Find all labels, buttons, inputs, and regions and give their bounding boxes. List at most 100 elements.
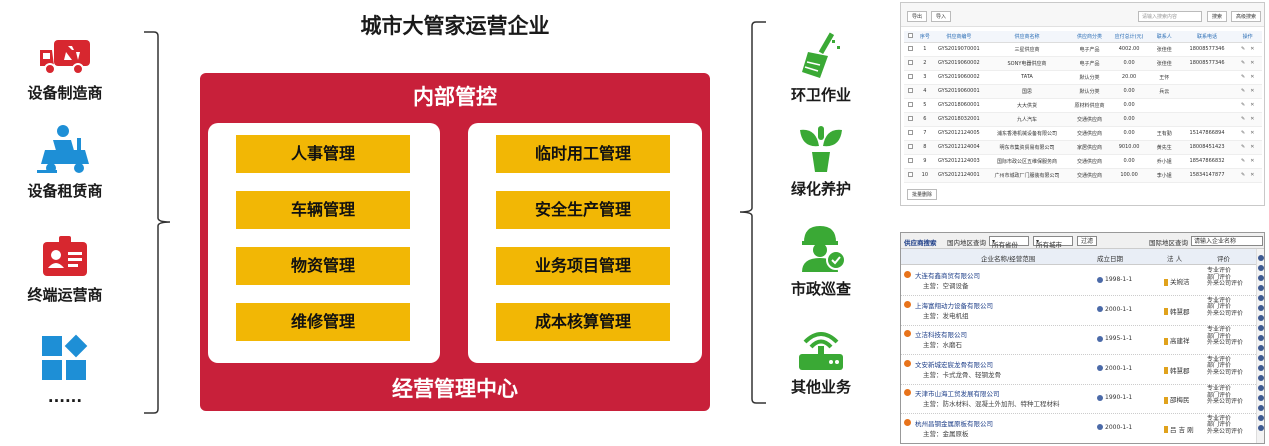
left-item-label: 设备租赁商: [27, 182, 103, 200]
company-name-input[interactable]: 请输入企业名称: [1191, 236, 1263, 246]
row-actions: ✎✕: [1233, 42, 1262, 57]
table-cell: 九人汽车: [985, 112, 1069, 127]
delete-icon[interactable]: ✕: [1250, 158, 1255, 164]
person-icon: [1164, 396, 1168, 404]
row-checkbox[interactable]: [904, 70, 918, 85]
department-eval-link[interactable]: 部门评价: [1207, 421, 1232, 428]
import-button[interactable]: 导入: [931, 11, 952, 22]
department-eval-link[interactable]: 部门评价: [1207, 303, 1232, 310]
export-button[interactable]: 导出: [907, 11, 928, 22]
delete-icon[interactable]: ✕: [1250, 74, 1255, 80]
table-cell: GYS2012124003: [932, 154, 986, 169]
table-cell: GYS2012124004: [932, 140, 986, 155]
search-button[interactable]: 搜索: [1207, 11, 1228, 22]
external-eval-link[interactable]: 外来公司评价: [1207, 427, 1244, 435]
left-panel: 人事管理 车辆管理 物资管理 维修管理: [208, 123, 440, 363]
table-cell: TATA: [985, 70, 1069, 85]
founded-date: 1995-1-1: [1097, 335, 1132, 342]
delete-icon[interactable]: ✕: [1250, 46, 1255, 52]
delete-icon[interactable]: ✕: [1250, 144, 1255, 150]
edit-icon[interactable]: ✎: [1240, 74, 1246, 80]
row-checkbox[interactable]: [904, 56, 918, 71]
row-checkbox[interactable]: [904, 154, 918, 169]
professional-eval-link[interactable]: 专业评价: [1207, 385, 1232, 392]
row-checkbox[interactable]: [904, 84, 918, 99]
edit-icon[interactable]: ✎: [1240, 102, 1246, 108]
external-eval-link[interactable]: 外来公司评价: [1207, 368, 1244, 376]
external-eval-link[interactable]: 外来公司评价: [1207, 280, 1244, 287]
column-header: 成立日期: [1097, 255, 1123, 263]
department-eval-link[interactable]: 部门评价: [1207, 362, 1232, 369]
professional-eval-link[interactable]: 专业评价: [1207, 355, 1232, 363]
professional-eval-link[interactable]: 专业评价: [1207, 267, 1232, 274]
department-eval-link[interactable]: 部门评价: [1207, 332, 1232, 340]
delete-icon[interactable]: ✕: [1250, 102, 1255, 108]
row-checkbox[interactable]: [904, 126, 918, 141]
row-checkbox[interactable]: [904, 140, 918, 155]
company-name-link[interactable]: 上海富翔动力设备有限公司: [915, 301, 993, 310]
company-name-link[interactable]: 杭州昌钢金属原板有限公司: [915, 419, 993, 428]
advanced-search-button[interactable]: 高级搜索: [1231, 11, 1262, 22]
city-select[interactable]: 所有城市 ▾: [1033, 236, 1073, 249]
edit-icon[interactable]: ✎: [1240, 172, 1246, 178]
edit-icon[interactable]: ✎: [1240, 60, 1246, 66]
delete-icon[interactable]: ✕: [1250, 60, 1255, 66]
delete-icon[interactable]: ✕: [1250, 172, 1255, 178]
edit-icon[interactable]: ✎: [1240, 116, 1246, 122]
external-eval-link[interactable]: 外来公司评价: [1207, 398, 1244, 405]
table-cell: 国思: [985, 84, 1069, 99]
external-eval-link[interactable]: 外来公司评价: [1207, 339, 1244, 346]
row-actions: ✎✕: [1233, 168, 1262, 183]
department-eval-link[interactable]: 部门评价: [1207, 391, 1232, 399]
column-header: 供应商名称: [985, 31, 1069, 43]
delete-icon[interactable]: ✕: [1250, 116, 1255, 122]
delete-icon[interactable]: ✕: [1250, 130, 1255, 136]
header-checkbox[interactable]: [904, 31, 918, 43]
row-checkbox[interactable]: [904, 168, 918, 183]
company-name-link[interactable]: 文安新城宏宸龙骨有限公司: [915, 360, 993, 369]
department-eval-link[interactable]: 部门评价: [1207, 273, 1232, 281]
scrollbar[interactable]: [1256, 249, 1264, 443]
row-checkbox[interactable]: [904, 98, 918, 113]
company-name-link[interactable]: 大连有鑫商贸有限公司: [915, 272, 980, 280]
row-checkbox[interactable]: [904, 42, 918, 57]
edit-icon[interactable]: ✎: [1240, 158, 1246, 164]
edit-icon[interactable]: ✎: [1240, 46, 1246, 52]
edit-icon[interactable]: ✎: [1240, 144, 1246, 150]
batch-delete-button[interactable]: 批量删除: [907, 189, 938, 200]
edit-icon[interactable]: ✎: [1240, 88, 1246, 94]
scroll-marker-icon: [1258, 385, 1264, 391]
search-input[interactable]: 请输入搜索内容: [1138, 11, 1202, 22]
professional-eval-link[interactable]: 专业评价: [1207, 296, 1232, 304]
professional-eval-link[interactable]: 专业评价: [1207, 326, 1232, 333]
table-cell: GYS2018060001: [932, 98, 986, 113]
delete-icon[interactable]: ✕: [1250, 88, 1255, 94]
table-cell: GYS2019060002: [932, 70, 986, 85]
external-eval-link[interactable]: 外来公司评价: [1207, 309, 1244, 317]
edit-icon[interactable]: ✎: [1240, 130, 1246, 136]
province-select[interactable]: 所有省份 ▾: [989, 236, 1029, 249]
column-header: 联系人: [1147, 31, 1181, 43]
filter-button[interactable]: 过滤: [1077, 236, 1097, 246]
professional-eval-link[interactable]: 专业评价: [1207, 414, 1232, 422]
left-item-operator: 终端运营商: [0, 220, 130, 305]
company-name-link[interactable]: 立洁科技有限公司: [915, 331, 967, 339]
company-name-link[interactable]: 天津市山海工贸发展有限公司: [915, 390, 1000, 398]
row-checkbox[interactable]: [904, 112, 918, 127]
